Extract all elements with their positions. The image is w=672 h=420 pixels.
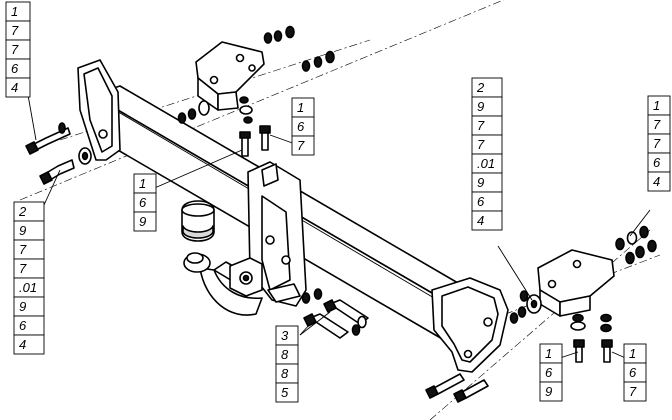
callout-number: 7 — [11, 42, 19, 57]
right-bottom-bolts — [570, 313, 613, 363]
callout-cell — [647, 171, 671, 192]
callout-number: 3 — [281, 328, 289, 343]
callout-number: 8 — [281, 347, 289, 362]
callout-number: 6 — [297, 119, 305, 134]
callout-number: 9 — [545, 384, 552, 399]
callout-right-top: 1 7 7 6 4 — [647, 95, 671, 192]
callout-cell — [539, 381, 563, 402]
callout-number: 7 — [653, 136, 661, 151]
callout-number: 6 — [11, 61, 19, 76]
right-bracket-plate — [431, 277, 509, 373]
callout-number: 1 — [297, 100, 304, 115]
top-vertical-bolts — [239, 125, 271, 157]
callout-number: 6 — [545, 365, 553, 380]
callout-number: 1 — [653, 98, 660, 113]
callout-center-bolt: 1 6 9 — [133, 173, 157, 232]
callout-number: 7 — [477, 118, 485, 133]
center-lower-bolts — [301, 288, 369, 339]
callout-cell — [133, 211, 157, 232]
leader-lines — [27, 94, 651, 361]
callout-number: 7 — [477, 137, 485, 152]
left-bracket-plate — [77, 59, 121, 161]
callout-number: 7 — [297, 138, 305, 153]
callout-bottom-center: 3 8 8 5 — [275, 325, 299, 403]
callout-left-bottom: 2 9 7 7 .01 9 6 4 — [13, 201, 45, 355]
callout-cell — [13, 334, 45, 355]
callout-number: 4 — [653, 174, 660, 189]
callout-number: 2 — [18, 204, 27, 219]
callout-number: 7 — [629, 384, 637, 399]
top-washers — [177, 25, 335, 124]
callout-number: 6 — [629, 365, 637, 380]
callout-bottom-right-b: 1 6 7 — [623, 343, 647, 402]
bottom-right-plate-bolts — [425, 373, 489, 403]
top-mount-bracket — [195, 41, 265, 111]
callout-cell — [471, 210, 503, 231]
callout-number: 7 — [653, 117, 661, 132]
callout-bottom-right-a: 1 6 9 — [539, 343, 563, 402]
callout-cell — [5, 77, 31, 98]
callout-number: 4 — [477, 213, 484, 228]
callout-cell — [291, 135, 315, 156]
callout-number: 1 — [545, 346, 552, 361]
callout-number: 7 — [19, 242, 27, 257]
callout-labels: 1 7 7 6 4 2 9 7 7 .01 9 6 4 1 6 9 1 6 7 3 8 8 5 2 9 7 7 .01 9 6 4 1 7 7 6 4… — [5, 1, 671, 403]
callout-number: 1 — [11, 4, 18, 19]
callout-top-left: 1 7 7 6 4 — [5, 1, 31, 98]
callout-number: 1 — [139, 176, 146, 191]
right-mount-bracket — [537, 249, 615, 317]
callout-number: 5 — [281, 385, 289, 400]
callout-number: 9 — [19, 223, 26, 238]
callout-cell — [275, 382, 299, 403]
hitch-ball-assembly — [183, 161, 307, 316]
right-plate-washers — [509, 290, 542, 324]
callout-number: 6 — [139, 195, 147, 210]
callout-number: 8 — [281, 366, 289, 381]
callout-number: 4 — [19, 337, 26, 352]
callout-number: 9 — [477, 99, 484, 114]
callout-right-middle: 2 9 7 7 .01 9 6 4 — [471, 77, 503, 231]
callout-number: 1 — [629, 346, 636, 361]
left-bolt-lower — [39, 147, 92, 185]
ball-cap — [181, 200, 215, 242]
callout-number: 9 — [139, 214, 146, 229]
callout-top-bolt: 1 6 7 — [291, 97, 315, 156]
callout-number: .01 — [19, 280, 37, 295]
callout-number: 6 — [653, 155, 661, 170]
callout-number: 4 — [11, 80, 18, 95]
callout-number: 6 — [477, 194, 485, 209]
callout-number: 9 — [477, 175, 484, 190]
right-top-washers — [615, 225, 657, 265]
left-bolt-upper — [25, 122, 71, 155]
callout-number: 6 — [19, 318, 27, 333]
callout-cell — [623, 381, 647, 402]
callout-number: .01 — [477, 156, 495, 171]
callout-number: 9 — [19, 299, 26, 314]
callout-number: 7 — [11, 23, 19, 38]
callout-number: 2 — [476, 80, 485, 95]
callout-number: 7 — [19, 261, 27, 276]
